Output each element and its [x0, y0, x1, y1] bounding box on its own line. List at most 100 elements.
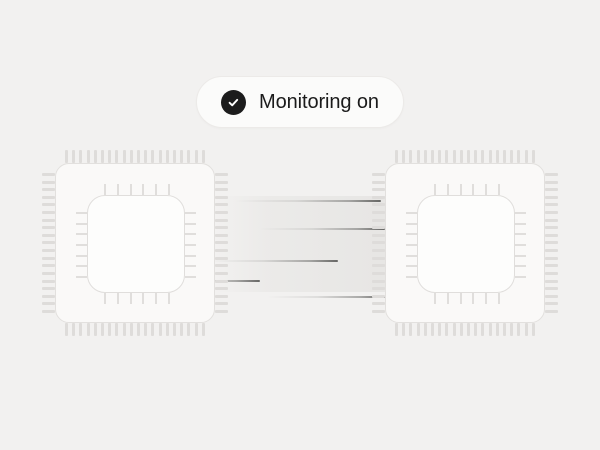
- chip-die: [406, 184, 526, 304]
- chip-pin: [545, 279, 558, 283]
- chip-body: [385, 163, 545, 323]
- chip-pin: [42, 226, 55, 230]
- chip-pin: [372, 180, 385, 184]
- chip-pin: [372, 241, 385, 245]
- chip-pin: [510, 323, 514, 336]
- die-pin: [76, 212, 87, 214]
- chip-pin: [187, 150, 191, 163]
- chip-pin: [372, 264, 385, 268]
- chip-pin: [395, 150, 398, 163]
- chip-pin: [467, 323, 471, 336]
- die-pin: [185, 254, 196, 257]
- chip-pin: [545, 188, 558, 192]
- chip-pin: [201, 150, 205, 163]
- chip-pin: [545, 256, 558, 260]
- chip-pin: [517, 150, 521, 163]
- die-pins-top: [104, 184, 170, 195]
- chip-pin: [215, 226, 228, 230]
- chip-pin: [545, 180, 558, 184]
- die-pin: [434, 184, 436, 195]
- die-pin: [116, 184, 119, 195]
- chip-pin: [158, 323, 162, 336]
- chip-pin: [165, 323, 169, 336]
- chip-pin: [423, 323, 427, 336]
- die-pins-right: [515, 212, 526, 278]
- chip-pin: [72, 323, 76, 336]
- chip-pin: [445, 323, 449, 336]
- chip-pin: [42, 249, 55, 253]
- chip-pin: [372, 249, 385, 253]
- die-pin: [155, 184, 158, 195]
- chip-pin: [545, 302, 558, 306]
- die-pin: [129, 293, 132, 304]
- chip-pin: [372, 218, 385, 222]
- chip-pin: [108, 323, 112, 336]
- die-pin: [446, 184, 449, 195]
- chip-pin: [42, 294, 55, 298]
- chip-pin: [545, 173, 558, 176]
- chip-pins-left: [371, 173, 385, 313]
- processor-chip-left: [42, 150, 228, 336]
- chip-pin: [42, 211, 55, 215]
- chip-pin: [372, 256, 385, 260]
- chip-pin: [402, 150, 406, 163]
- die-pin: [515, 254, 526, 257]
- monitoring-status-badge[interactable]: Monitoring on: [196, 76, 404, 128]
- chip-pin: [42, 256, 55, 260]
- die-pin: [76, 254, 87, 257]
- die-pin: [472, 293, 475, 304]
- chip-pin: [42, 233, 55, 237]
- chip-pin: [215, 256, 228, 260]
- chip-pin: [545, 287, 558, 291]
- chip-pin: [545, 309, 558, 313]
- chip-pin: [372, 233, 385, 237]
- die-pins-bottom: [434, 293, 500, 304]
- chip-pin: [72, 150, 76, 163]
- die-pin: [406, 275, 417, 278]
- chip-pin: [431, 150, 435, 163]
- monitoring-status-label: Monitoring on: [259, 91, 379, 113]
- chip-pin: [481, 323, 485, 336]
- die-pin: [515, 275, 526, 278]
- chip-pin: [101, 150, 105, 163]
- chip-pin: [545, 294, 558, 298]
- chip-pin: [129, 323, 133, 336]
- chip-pin: [215, 195, 228, 199]
- chip-pin: [416, 150, 420, 163]
- chip-pin: [438, 323, 442, 336]
- die-pin: [406, 212, 417, 214]
- link-glow: [215, 196, 385, 292]
- chip-pin: [545, 233, 558, 237]
- die-pins-bottom: [104, 293, 170, 304]
- chip-pin: [108, 150, 112, 163]
- chip-pin: [488, 323, 492, 336]
- chip-pin: [42, 309, 55, 313]
- die-pin: [76, 265, 87, 268]
- chip-pin: [215, 309, 228, 313]
- chip-pins-right: [215, 173, 229, 313]
- chip-pin: [42, 218, 55, 222]
- chip-pin: [42, 173, 55, 176]
- die-pin: [167, 184, 170, 195]
- chip-body: [55, 163, 215, 323]
- chip-pin: [438, 150, 442, 163]
- die-pin: [185, 265, 196, 268]
- chip-pins-top: [65, 149, 205, 163]
- die-pins-right: [185, 212, 196, 278]
- chip-pin: [545, 226, 558, 230]
- chip-pin: [42, 279, 55, 283]
- die-pin: [185, 275, 196, 278]
- chip-pin: [416, 323, 420, 336]
- chip-pin: [137, 150, 141, 163]
- check-circle-icon: [221, 89, 247, 115]
- chip-pin: [215, 302, 228, 306]
- chip-pin: [459, 323, 463, 336]
- chip-pin: [474, 150, 478, 163]
- chip-pin: [86, 323, 90, 336]
- die-pin: [406, 222, 417, 225]
- chip-pin: [93, 323, 97, 336]
- data-streak: [267, 296, 387, 298]
- chip-pin: [42, 188, 55, 192]
- chip-pin: [503, 323, 507, 336]
- chip-pin: [445, 150, 449, 163]
